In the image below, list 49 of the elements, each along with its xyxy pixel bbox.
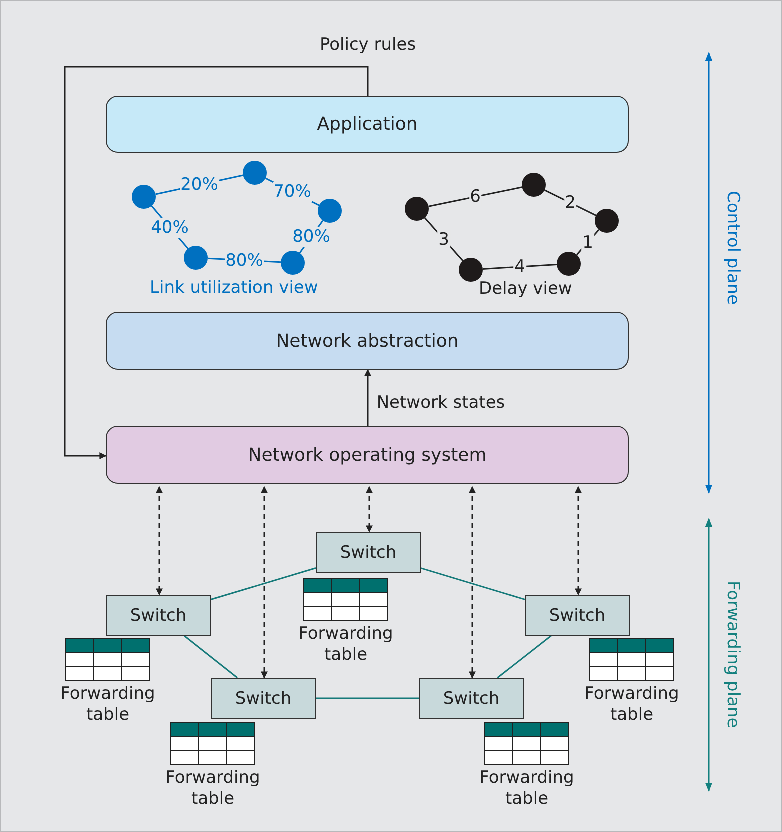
table-caption: Forwarding table <box>478 768 576 810</box>
switch-box: Switch <box>106 595 211 636</box>
switch-box: Switch <box>316 532 421 573</box>
table-caption: Forwarding table <box>298 624 394 666</box>
graph-node <box>557 252 581 276</box>
edge-label: 1 <box>582 232 594 252</box>
graph-node <box>595 209 619 233</box>
view-label: Link utilization view <box>150 278 318 298</box>
plane-label: Control plane <box>723 191 743 306</box>
switch-box: Switch <box>211 678 316 719</box>
dashed-arrow <box>366 486 373 533</box>
graph-node <box>459 258 483 282</box>
graph-node <box>243 161 267 185</box>
edge-label: Policy rules <box>318 35 418 55</box>
arrow <box>64 66 369 460</box>
link-line <box>497 635 552 679</box>
layer-box: Application <box>106 96 629 153</box>
plane-label: Forwarding plane <box>723 581 743 728</box>
switch-box: Switch <box>525 595 630 636</box>
dashed-arrow <box>261 486 268 679</box>
arrow <box>364 369 372 426</box>
link-line <box>316 698 419 700</box>
edge-label: 3 <box>438 230 450 250</box>
graph-node <box>522 173 546 197</box>
graph-node <box>132 185 156 209</box>
link-line <box>420 568 526 600</box>
graph-node <box>184 246 208 270</box>
edge-label: 70% <box>272 182 312 202</box>
link-line <box>428 186 522 208</box>
graph-node <box>318 199 342 223</box>
link-line <box>424 217 464 262</box>
edge-label: 40% <box>150 218 190 238</box>
edge-label: 80% <box>292 227 332 247</box>
graph-node <box>281 251 305 275</box>
layer-box: Network abstraction <box>106 312 629 370</box>
view-label: Delay view <box>479 279 572 299</box>
layer-box: Network operating system <box>106 426 629 484</box>
switch-box: Switch <box>419 678 524 719</box>
link-line <box>544 190 597 216</box>
table-caption: Forwarding table <box>584 684 680 726</box>
dashed-arrow <box>156 486 163 596</box>
link-line <box>210 568 316 600</box>
table-caption: Forwarding table <box>164 768 262 810</box>
graph-node <box>405 197 429 221</box>
table-caption: Forwarding table <box>60 684 156 726</box>
dashed-arrow <box>469 486 476 679</box>
dashed-arrow <box>575 486 582 596</box>
link-line <box>184 635 238 679</box>
link-line <box>482 264 558 270</box>
